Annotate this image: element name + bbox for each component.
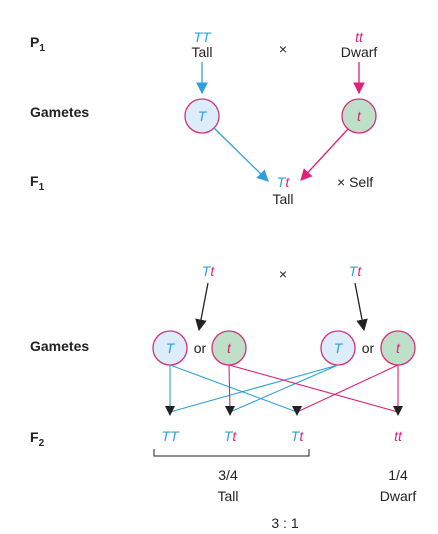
f1-self-cross: × Self (337, 174, 373, 190)
tall-group-bracket (153, 449, 310, 457)
gamete2-right-or: or (362, 340, 375, 356)
tall-ratio: 3/4 (218, 467, 238, 483)
p1-right-phenotype: Dwarf (341, 44, 378, 60)
f2-genotype-Tt-2: Tt (291, 428, 305, 444)
arrowhead-f2-TT (165, 406, 175, 416)
p1-left-genotype: TT (193, 29, 212, 45)
line-right-t-to-Tt-right (296, 364, 399, 413)
arrow-gamete-T-to-f1 (213, 127, 269, 182)
gamete2-right-label-t: t (396, 340, 401, 356)
f2-genotype-TT: TT (161, 428, 180, 444)
phenotypic-ratio: 3 : 1 (271, 515, 298, 531)
gamete-label-T: T (198, 108, 208, 124)
f2-genotype-tt: tt (394, 428, 403, 444)
row-label-gametes-2: Gametes (30, 338, 89, 354)
f1-cross-symbol: × (279, 266, 287, 282)
gamete2-left-label-t: t (227, 340, 232, 356)
p1-left-phenotype: Tall (191, 44, 212, 60)
gamete2-right-label-T: T (334, 340, 344, 356)
p1-cross-symbol: × (279, 41, 287, 57)
tall-label: Tall (217, 488, 238, 504)
f1-cross-right-genotype: Tt (349, 263, 363, 279)
f1-phenotype: Tall (272, 191, 293, 207)
dwarf-ratio: 1/4 (388, 467, 408, 483)
line-right-T-to-Tt-mid (229, 364, 339, 413)
line-left-T-to-Tt-right (169, 364, 298, 413)
gamete-circle-T (184, 98, 220, 134)
arrow-f1-left-to-gametes (195, 282, 209, 332)
f1-genotype: Tt (277, 174, 291, 190)
p1-right-genotype: tt (355, 29, 364, 45)
arrowhead-f2-Tt-mid (225, 406, 235, 416)
row-label-f2: F2 (30, 429, 45, 449)
row-label-p1: P1 (30, 34, 45, 54)
arrowhead-f2-Tt-right (292, 406, 302, 416)
gamete2-left-or: or (194, 340, 207, 356)
row-label-gametes: Gametes (30, 104, 89, 120)
f2-genotype-Tt-1: Tt (224, 428, 238, 444)
line-right-T-to-TT (169, 364, 339, 413)
dwarf-label: Dwarf (380, 488, 417, 504)
row-label-f1: F1 (30, 173, 45, 193)
gamete-circle-t (341, 98, 377, 134)
f1-cross-left-genotype: Tt (202, 263, 216, 279)
line-left-t-to-Tt-mid (228, 364, 231, 413)
line-left-t-to-tt (228, 364, 399, 413)
arrow-f1-right-to-gametes (354, 282, 368, 332)
gamete-label-t: t (357, 108, 362, 124)
arrow-gamete-t-to-f1 (300, 128, 349, 181)
arrowhead-f2-tt (393, 406, 403, 416)
gamete2-left-label-T: T (166, 340, 176, 356)
